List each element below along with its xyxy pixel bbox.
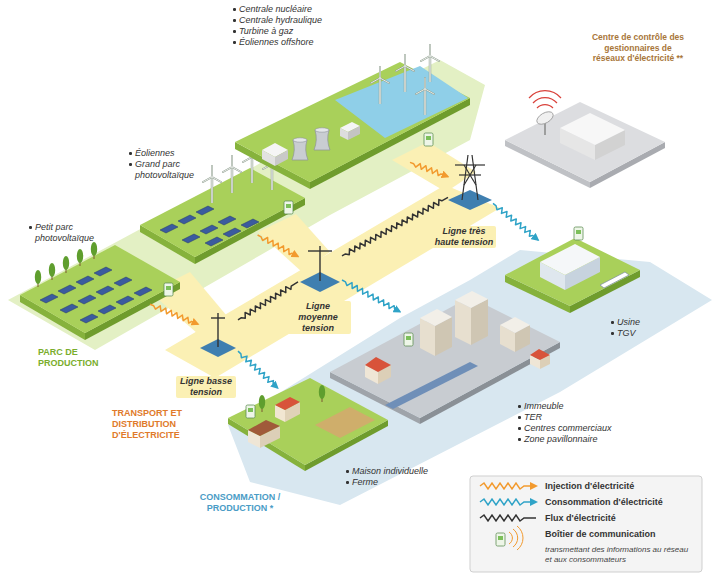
bullet-item: Ferme — [345, 477, 455, 488]
injection-arrow — [410, 162, 448, 176]
bullet-item: Centrale hydraulique — [232, 15, 342, 26]
factory-tile — [505, 227, 640, 313]
legend-text: Consommation d'électricité — [545, 497, 663, 508]
callout: ÉoliennesGrand parc photovoltaïque — [128, 148, 208, 181]
communication-box-icon — [496, 526, 523, 550]
line-label: Ligne moyenne tension — [285, 301, 351, 334]
medium-voltage-line: Ligne moyenne tension — [298, 242, 342, 294]
legend-text: Injection d'électricité — [545, 481, 634, 492]
consumption-arrowhead — [530, 498, 538, 506]
farm-tile: Maison individuelleFerme — [255, 388, 370, 453]
bullet-item: Centres commerciaux — [517, 423, 622, 434]
city-tile: ImmeubleTERCentres commerciauxZone pavil… — [400, 300, 540, 400]
bullet-item: Grand parc photovoltaïque — [128, 159, 208, 181]
callout: Maison individuelleFerme — [345, 466, 455, 488]
low-voltage-line: Ligne basse tension — [198, 305, 238, 360]
bullet-item: Turbine à gaz — [232, 26, 342, 37]
line-label: Ligne très haute tension — [432, 226, 496, 248]
very-high-voltage-pylon — [448, 155, 492, 210]
injection-arrowhead — [530, 482, 538, 490]
bullet-item: Usine — [610, 317, 670, 328]
zone-label: TRANSPORT ET DISTRIBUTION D'ÉLECTRICITÉ — [112, 408, 212, 441]
injection-arrow — [258, 235, 298, 256]
legend-note: transmettant des informations au réseau … — [545, 545, 695, 565]
callout: Ligne très haute tension — [432, 226, 496, 248]
consumption-sample — [480, 499, 530, 505]
factory-tile: UsineTGV — [520, 240, 630, 300]
solar-park-tile: Petit parc photovoltaïque — [55, 262, 150, 307]
low-voltage-pole — [200, 313, 236, 357]
farm-tile — [228, 378, 388, 471]
power-plant-tile: Centrale nucléaireCentrale hydrauliqueTu… — [290, 105, 410, 175]
consumption-arrow — [493, 203, 538, 240]
bullet-item: Maison individuelle — [345, 466, 455, 477]
bullet-item: Éoliennes offshore — [232, 37, 342, 48]
callout: UsineTGV — [610, 317, 670, 339]
callout: ImmeubleTERCentres commerciauxZone pavil… — [517, 401, 622, 445]
power-plants — [235, 45, 470, 189]
bullet-item: TGV — [610, 328, 670, 339]
bullet-item: Petit parc photovoltaïque — [28, 222, 110, 244]
medium-voltage-pole — [300, 246, 340, 292]
injection-sample — [480, 483, 530, 489]
wind-solar-tile: ÉoliennesGrand parc photovoltaïque — [165, 190, 265, 235]
control-center: Centre de contrôle des gestionnaires de … — [510, 95, 660, 175]
callout: Petit parc photovoltaïque — [28, 222, 110, 244]
bullet-item: TER — [517, 412, 622, 423]
bullet-item: Zone pavillonnaire — [517, 434, 622, 445]
zone-label: PARC DE PRODUCTION — [38, 347, 120, 369]
zone-label: CONSOMMATION / PRODUCTION * — [190, 492, 290, 514]
injection-arrow — [150, 304, 198, 324]
line-label: Ligne basse tension — [176, 376, 236, 398]
legend-text: Boîtier de communication — [545, 529, 656, 540]
callout: Centrale nucléaireCentrale hydrauliqueTu… — [232, 4, 342, 48]
callout: Ligne moyenne tension — [285, 301, 351, 334]
flux-sample — [480, 515, 536, 521]
bullet-item: Éoliennes — [128, 148, 208, 159]
consumption-arrow — [238, 351, 278, 388]
very-high-voltage-line: Ligne très haute tension — [448, 150, 493, 220]
callout: Centre de contrôle des gestionnaires de … — [588, 32, 688, 64]
bullet-item: Centrale nucléaire — [232, 4, 342, 15]
bullet-item: Immeuble — [517, 401, 622, 412]
control-center — [505, 91, 665, 188]
center-label: Centre de contrôle des gestionnaires de … — [588, 32, 688, 64]
callout: Ligne basse tension — [176, 376, 236, 398]
small-solar-park — [20, 242, 180, 340]
legend-text: Flux d'électricité — [545, 513, 616, 524]
